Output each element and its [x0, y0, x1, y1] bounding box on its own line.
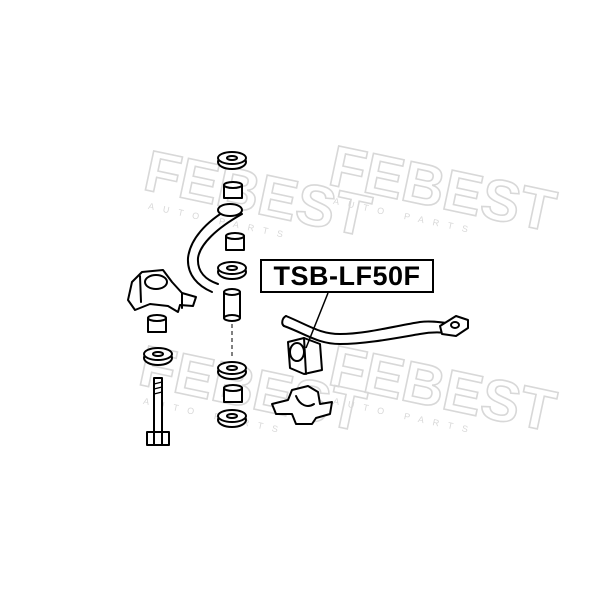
part-number-label: TSB-LF50F: [260, 259, 434, 293]
bottom-washer: [217, 409, 247, 428]
stabilizer-link-rod: [186, 203, 243, 293]
spacer-sleeve: [223, 288, 241, 322]
lower-washer: [217, 361, 247, 380]
middle-washer: [217, 261, 247, 280]
top-washer: [217, 151, 247, 170]
label-leader-line: [305, 292, 329, 349]
long-bolt: [146, 377, 170, 446]
stabilizer-bar: [281, 315, 469, 345]
lower-bushing: [223, 384, 243, 403]
bushing-clamp-bracket: [271, 385, 333, 425]
left-small-bushing: [147, 314, 167, 333]
middle-bushing: [225, 232, 245, 251]
left-cup-washer: [143, 347, 173, 366]
center-part-stack: [217, 151, 247, 428]
stabilizer-bushing: [287, 337, 323, 375]
left-bracket: [127, 269, 197, 313]
upper-bushing: [223, 181, 243, 199]
